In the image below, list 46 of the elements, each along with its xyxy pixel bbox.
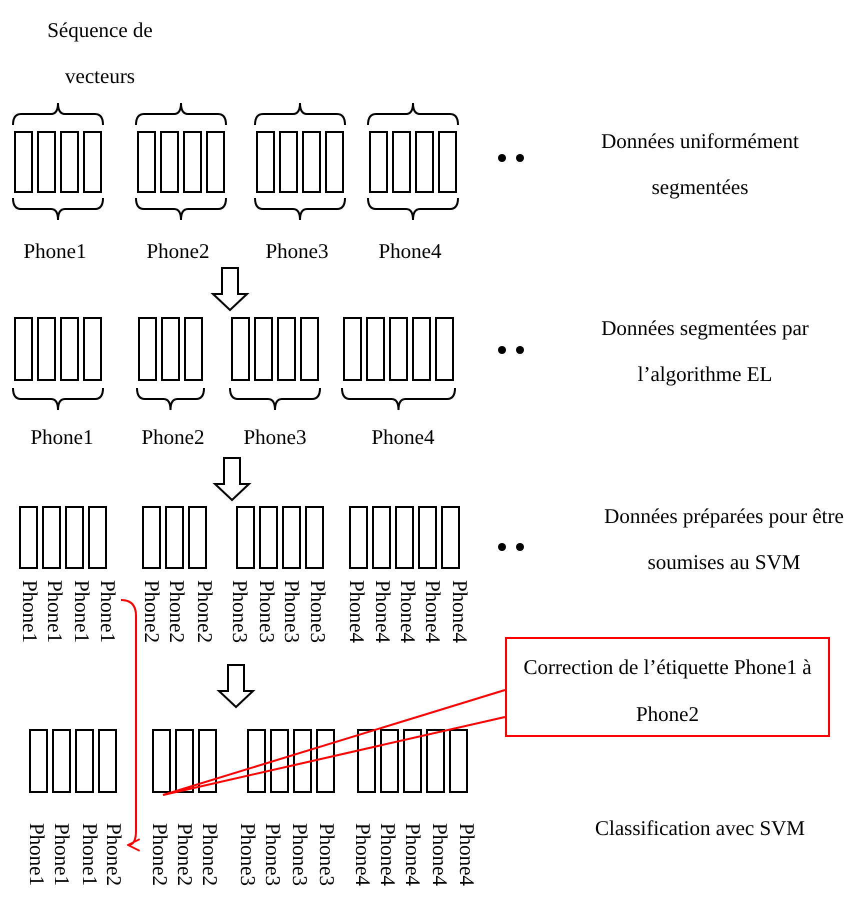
phone-label: Phone1 <box>44 580 66 643</box>
phone-label: Phone1 <box>97 580 119 643</box>
phone-label: Phone1 <box>19 580 41 643</box>
phone-label: Phone4 <box>456 823 478 886</box>
axis-caption: Phone3 <box>264 238 330 265</box>
phone-label: Phone2 <box>141 580 163 643</box>
phone-label: Phone4 <box>346 580 368 643</box>
phone-label: Phone2 <box>103 823 125 886</box>
phone-label: Phone3 <box>262 823 284 886</box>
phone-label: Phone3 <box>229 580 251 643</box>
axis-caption: Phone2 <box>140 424 206 451</box>
phone-label: Phone4 <box>397 580 419 643</box>
axis-caption: Phone4 <box>370 424 436 451</box>
step-caption: Données uniformément segmentées <box>600 128 800 201</box>
phone-label: Phone4 <box>429 823 451 886</box>
axis-caption: Phone3 <box>242 424 308 451</box>
phone-label: Phone3 <box>307 580 329 643</box>
axis-caption: Phone1 <box>30 424 94 451</box>
step-caption: Données préparées pour être soumises au SVM <box>603 503 845 576</box>
phone-label: Phone2 <box>149 823 171 886</box>
phone-label: Phone1 <box>79 823 101 886</box>
step-caption: Classification avec SVM <box>594 815 806 842</box>
step-caption: Données segmentées par l’algorithme EL <box>600 315 810 388</box>
phone-label: Phone4 <box>449 580 471 643</box>
phone-label: Phone3 <box>237 823 259 886</box>
callout-box: Correction de l’étiquette Phone1 à Phone2 <box>505 637 830 737</box>
phone-label: Phone2 <box>199 823 221 886</box>
phone-label: Phone1 <box>26 823 48 886</box>
phone-label: Phone2 <box>166 580 188 643</box>
phone-label: Phone2 <box>194 580 216 643</box>
phone-label: Phone2 <box>174 823 196 886</box>
axis-caption: Phone1 <box>22 238 88 265</box>
phone-label: Phone3 <box>289 823 311 886</box>
phone-label: Phone4 <box>377 823 399 886</box>
axis-caption: Phone2 <box>146 238 210 265</box>
phone-label: Phone1 <box>71 580 93 643</box>
phone-label: Phone1 <box>51 823 73 886</box>
phone-label: Phone3 <box>256 580 278 643</box>
phone-label: Phone4 <box>352 823 374 886</box>
phone-label: Phone4 <box>422 580 444 643</box>
phone-label: Phone4 <box>402 823 424 886</box>
axis-caption: Phone4 <box>378 238 442 265</box>
phone-label: Phone3 <box>316 823 338 886</box>
phone-label: Phone4 <box>372 580 394 643</box>
phone-label: Phone3 <box>281 580 303 643</box>
axis-caption: Séquence de vecteurs <box>46 17 154 90</box>
